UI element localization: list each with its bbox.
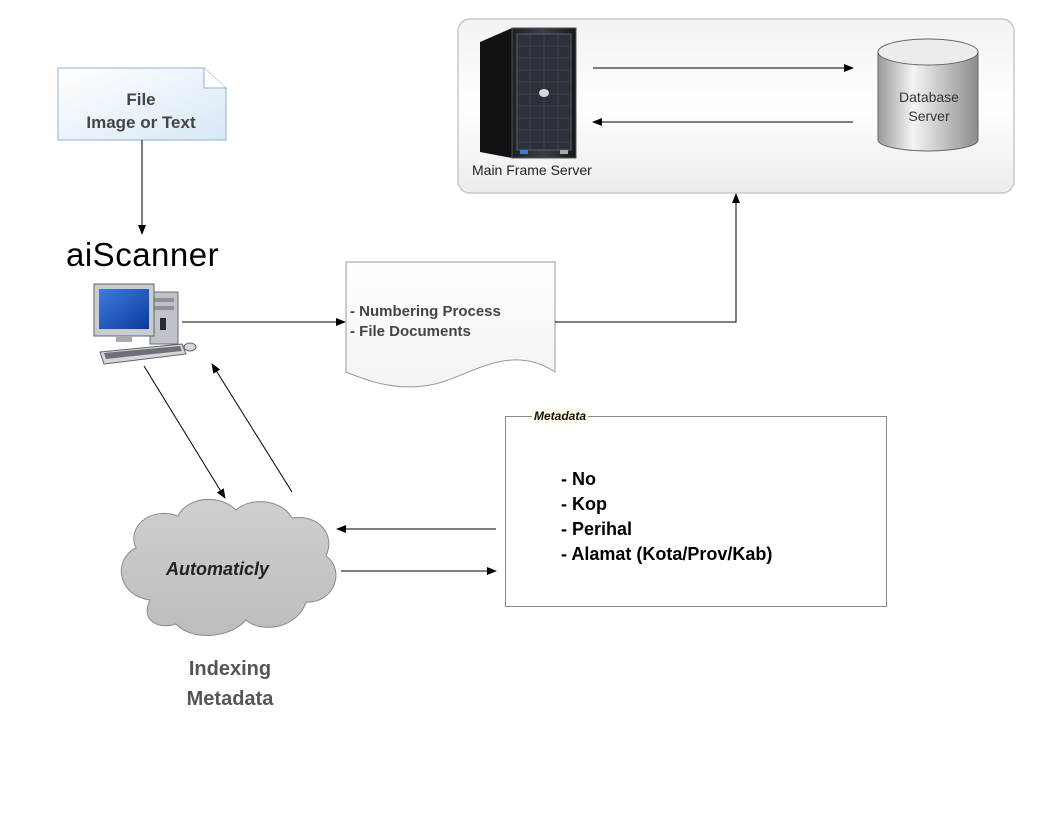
metadata-item: - Perihal: [561, 519, 633, 539]
arrow-scanner-to-cloud: [143, 365, 226, 499]
cloud-label: Automaticly: [166, 559, 270, 579]
file-note-line1: File: [126, 90, 156, 109]
scanner-title: aiScanner: [66, 236, 220, 273]
file-note-icon: [57, 67, 227, 141]
indexing-line1: Indexing: [188, 658, 272, 680]
indexing-line2: Metadata: [186, 688, 274, 710]
database-server-label: Database Server: [878, 88, 980, 126]
server-tower-icon: [480, 27, 577, 159]
database-cylinder-icon: [877, 38, 979, 152]
cloud-shape: [120, 498, 337, 636]
metadata-list: - No - Kop - Perihal - Alamat (Kota/Prov…: [561, 467, 772, 567]
metadata-item: - No: [561, 469, 596, 489]
metadata-box: [505, 416, 887, 607]
document-text: - Numbering Process - File Documents: [350, 302, 501, 342]
document-line1: - Numbering Process: [350, 303, 501, 320]
document-icon: [345, 261, 556, 388]
metadata-label: Metadata: [532, 409, 589, 423]
file-note-label: File Image or Text: [58, 88, 224, 134]
main-frame-server-label: Main Frame Server: [472, 162, 592, 178]
document-line2: - File Documents: [350, 323, 471, 340]
file-note-line2: Image or Text: [86, 113, 196, 132]
database-label-line2: Server: [908, 108, 950, 124]
indexing-metadata-label: Indexing Metadata: [160, 654, 300, 714]
arrow-doc-to-server: [555, 193, 740, 323]
computer-icon: [93, 283, 197, 365]
database-label-line1: Database: [899, 89, 959, 105]
metadata-item: - Kop: [561, 494, 607, 514]
arrow-cloud-to-scanner: [211, 363, 293, 493]
metadata-item: - Alamat (Kota/Prov/Kab): [561, 544, 773, 564]
